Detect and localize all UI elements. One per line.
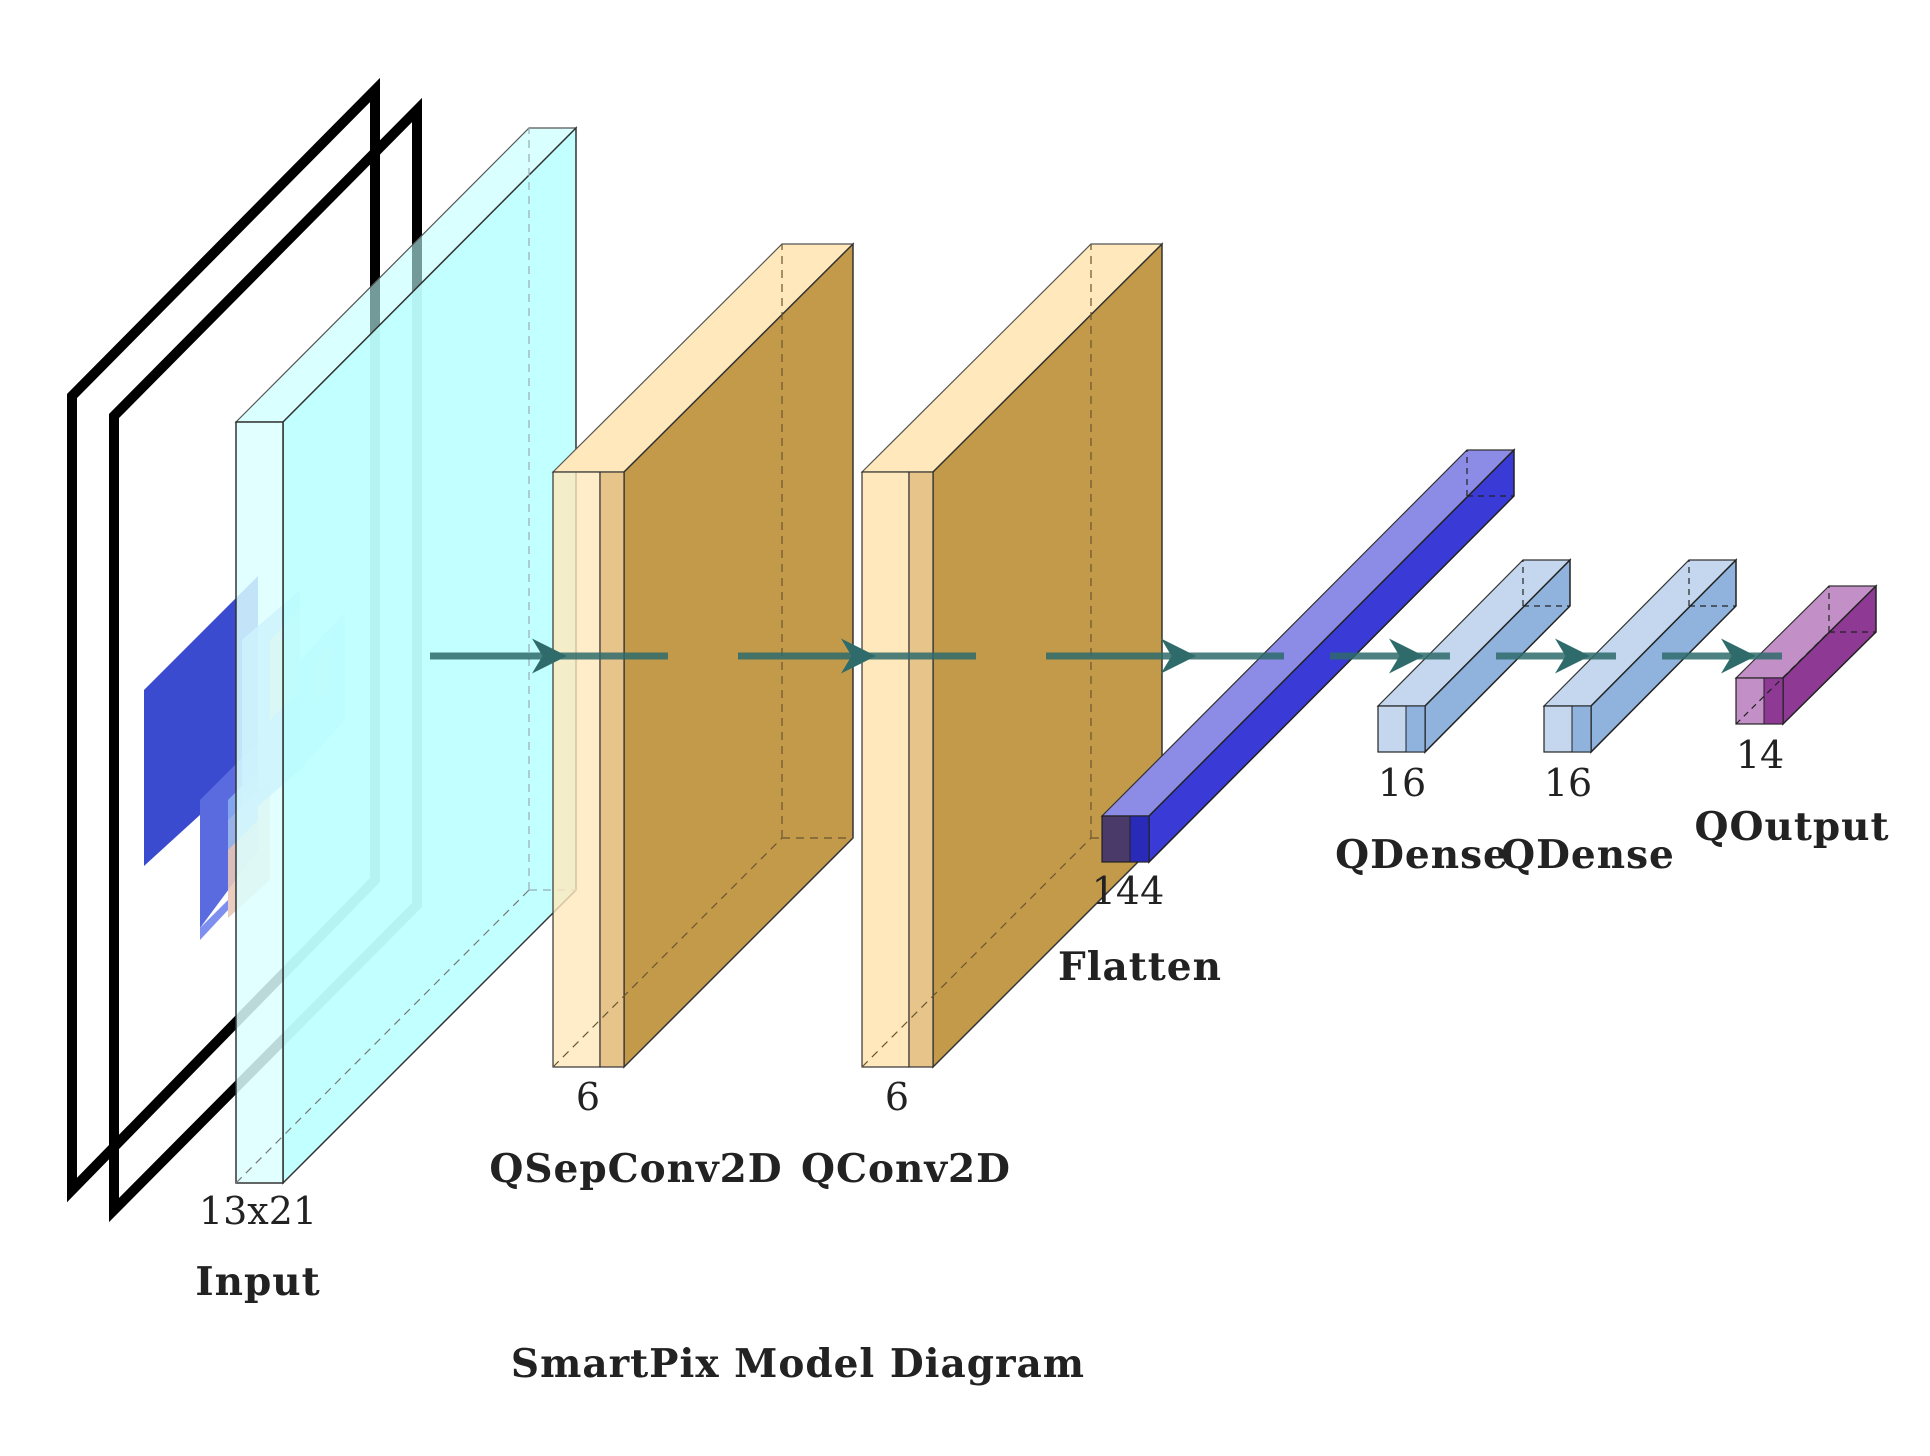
flatten-size-label: 144: [1092, 869, 1165, 913]
input-name-label: Input: [195, 1259, 320, 1305]
flatten-name-label: Flatten: [1058, 944, 1222, 990]
qoutput-name-label: QOutput: [1695, 804, 1890, 850]
qconv2d-size-label: 6: [885, 1075, 909, 1119]
input-layer-front: [235, 421, 284, 1184]
diagram-title: SmartPix Model Diagram: [511, 1341, 1085, 1387]
qconv2d-name-label: QConv2D: [801, 1146, 1011, 1192]
qdense2-size-label: 16: [1544, 761, 1592, 805]
qdense2-name-label: QDense: [1501, 832, 1675, 878]
qsepconv2d-name-label: QSepConv2D: [489, 1146, 782, 1192]
qoutput-size-label: 14: [1736, 733, 1784, 777]
qdense1-size-label: 16: [1378, 761, 1426, 805]
qsepconv2d-size-label: 6: [576, 1075, 600, 1119]
input-layer: [234, 126, 578, 1185]
qdense1-name-label: QDense: [1335, 832, 1509, 878]
input-size-label: 13x21: [199, 1189, 317, 1233]
